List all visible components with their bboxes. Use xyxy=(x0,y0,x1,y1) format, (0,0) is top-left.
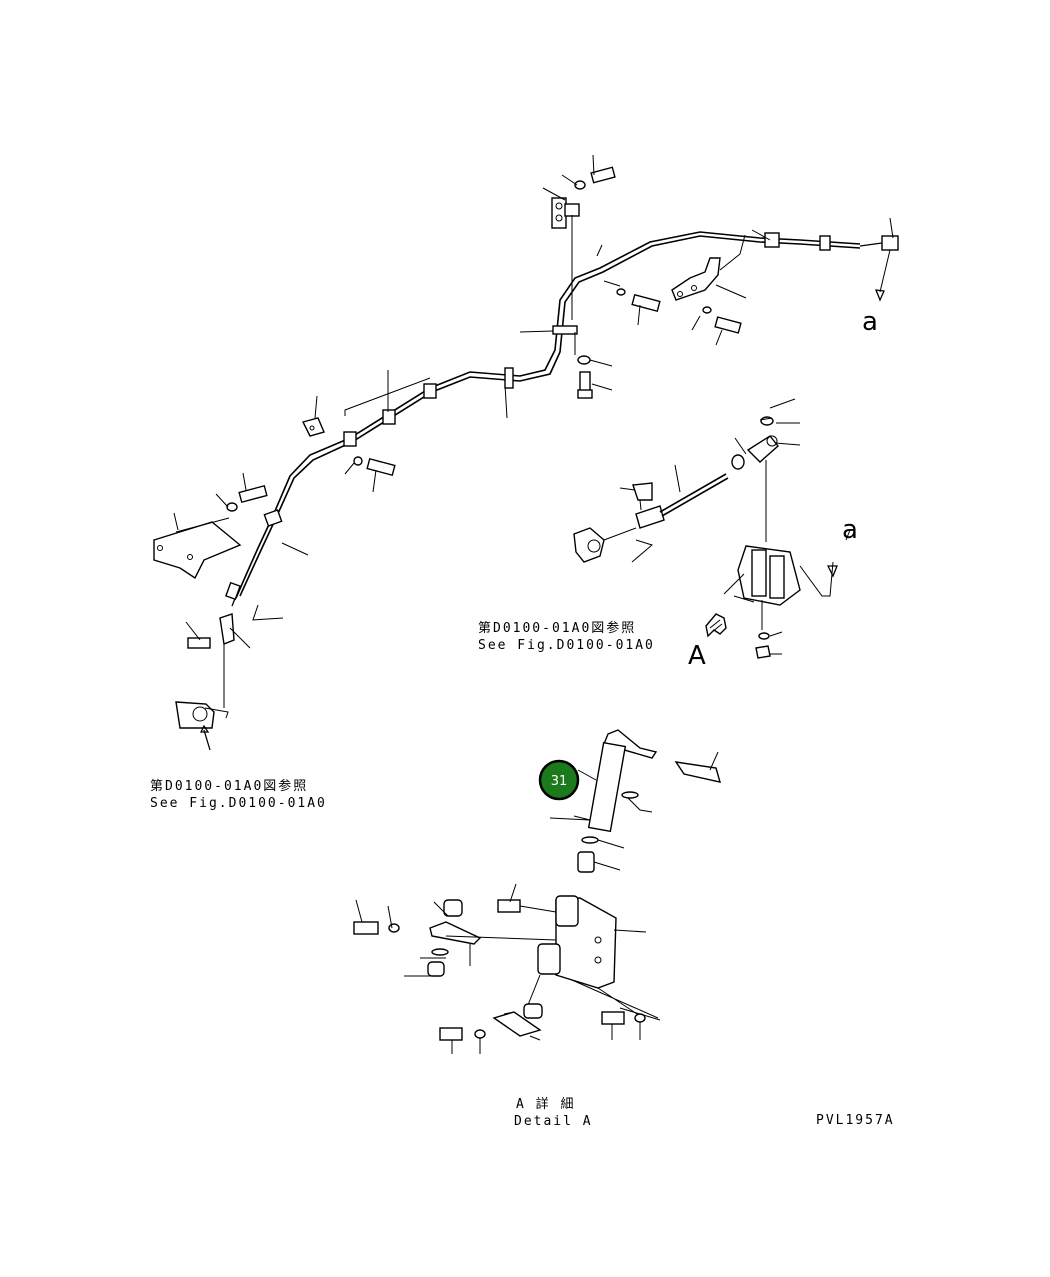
view-a-label-right: a xyxy=(842,515,858,545)
view-A-label: A xyxy=(688,641,706,671)
control-cable xyxy=(225,231,899,607)
view-a-label-top: a xyxy=(862,307,878,337)
reference-note-1-en: See Fig.D0100-01A0 xyxy=(478,638,655,653)
detail-title-jp: A 詳 細 xyxy=(516,1096,575,1112)
left-clamp-group xyxy=(153,370,431,751)
reference-note-2-en: See Fig.D0100-01A0 xyxy=(150,796,327,811)
part-callout-31[interactable]: 31 xyxy=(538,759,580,801)
detail-title-en: Detail A xyxy=(514,1114,593,1129)
reference-note-2-jp: 第D0100-01A0図参照 xyxy=(150,778,308,794)
drawing-code: PVL1957A xyxy=(816,1113,895,1128)
callout-number[interactable]: 31 xyxy=(551,774,568,789)
right-linkage-group xyxy=(573,398,851,659)
detail-a-assembly xyxy=(353,729,721,1054)
callout-circle[interactable] xyxy=(538,759,580,801)
upper-bracket-group xyxy=(504,154,894,419)
reference-note-1-jp: 第D0100-01A0図参照 xyxy=(478,620,636,636)
